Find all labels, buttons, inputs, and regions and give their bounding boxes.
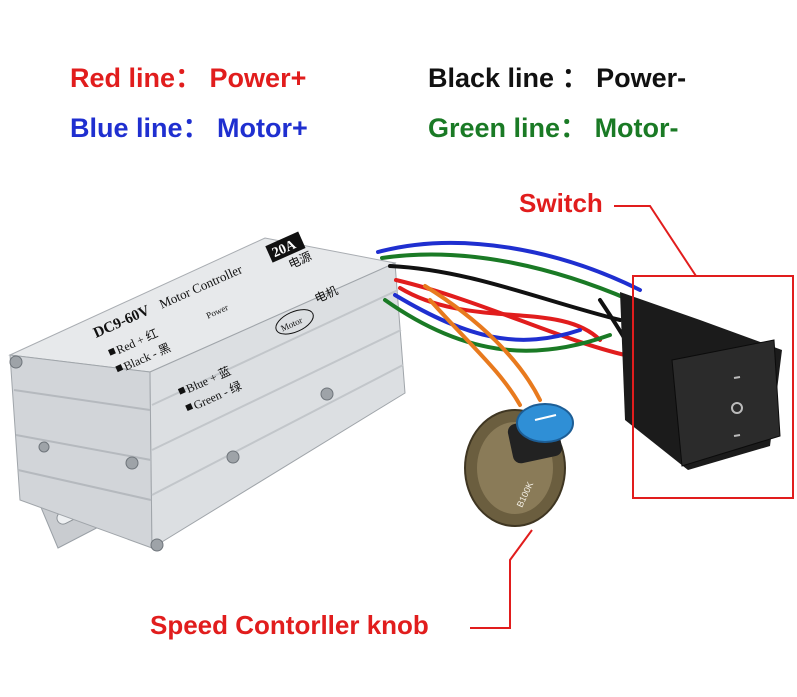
legend-blue-line: Blue line： Motor+ bbox=[70, 106, 308, 145]
switch-callout bbox=[614, 205, 794, 499]
legend-green-name: Green line： bbox=[428, 113, 588, 143]
legend-green-value: Motor- bbox=[594, 113, 679, 143]
switch-label: Switch bbox=[519, 188, 603, 218]
legend-black-name: Black line ： bbox=[428, 63, 589, 93]
legend-red-line: Red line： Power+ bbox=[70, 56, 306, 95]
legend-blue-name: Blue line： bbox=[70, 113, 210, 143]
knob-callout bbox=[470, 529, 533, 629]
speed-knob: B100K bbox=[464, 403, 574, 527]
legend-black-line: Black line ： Power- bbox=[428, 56, 686, 95]
legend-black-value: Power- bbox=[596, 63, 687, 93]
legend-blue-value: Motor+ bbox=[217, 113, 308, 143]
controller-housing bbox=[8, 237, 406, 552]
legend-red-value: Power+ bbox=[209, 63, 307, 93]
legend-red-name: Red line： bbox=[70, 63, 203, 93]
rocker-switch bbox=[620, 292, 782, 470]
wire-bundle bbox=[376, 240, 652, 407]
speed-knob-label: Speed Contorller knob bbox=[150, 610, 429, 640]
legend-green-line: Green line： Motor- bbox=[428, 106, 679, 145]
